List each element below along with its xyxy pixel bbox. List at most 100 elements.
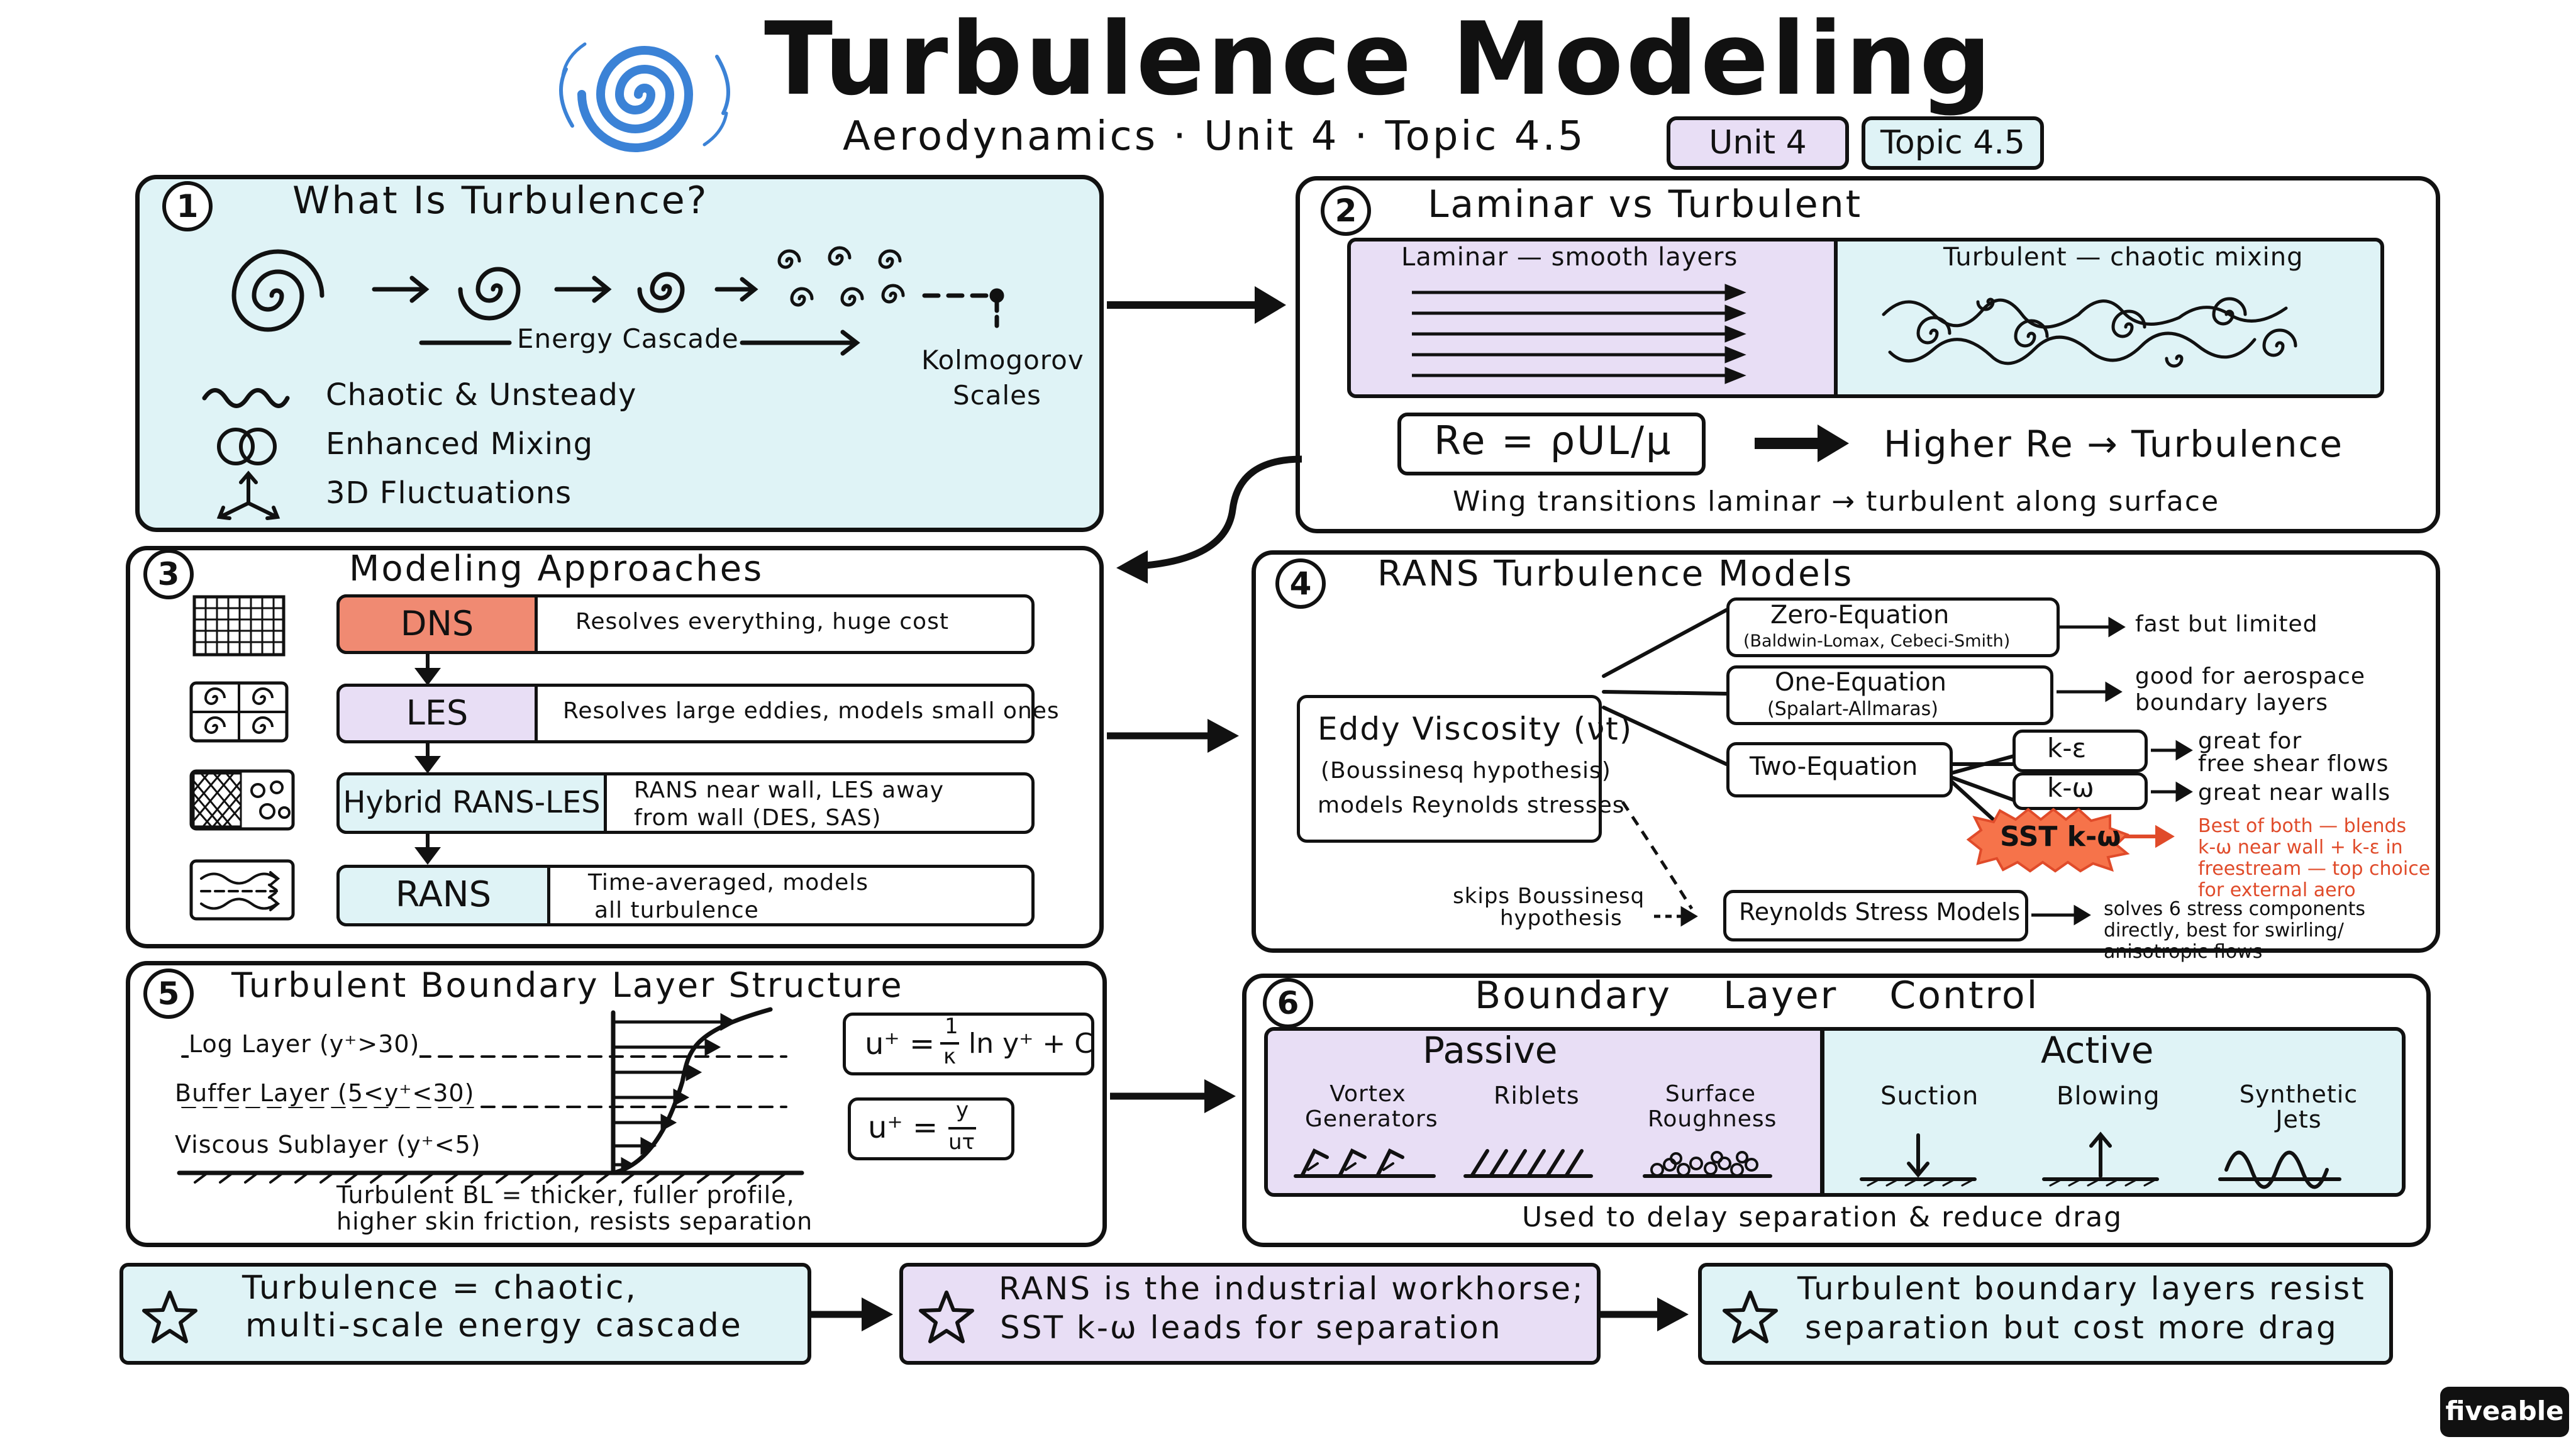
rans-label-box: RANS xyxy=(336,865,550,926)
reynolds-number-box xyxy=(1397,413,1706,475)
sst-note-1: Best of both — blends xyxy=(2198,815,2407,837)
viscous-law-den: uτ xyxy=(948,1130,975,1155)
skips-boussinesq-1: skips Boussinesq xyxy=(1453,884,1645,909)
panel-number-2: 2 xyxy=(1321,186,1371,236)
passive-label: Passive xyxy=(1423,1029,1558,1072)
log-law-box xyxy=(843,1013,1094,1075)
rsm-note-2: directly, best for swirling/ xyxy=(2104,919,2344,941)
two-equation-box xyxy=(1726,742,1953,797)
one-equation-label: One-Equation xyxy=(1775,668,1947,697)
summary-card-1 xyxy=(119,1263,811,1365)
bl-note-2: higher skin friction, resists separation xyxy=(336,1208,813,1235)
reynolds-stress-box xyxy=(1723,890,2028,941)
eddy-viscosity-title: Eddy Viscosity (νt) xyxy=(1318,711,1633,747)
sst-note-3: freestream — top choice xyxy=(2198,858,2431,880)
reynolds-formula: Re = ρUL/μ xyxy=(1434,418,1673,464)
active-label: Active xyxy=(2041,1029,2154,1072)
blowing-label: Blowing xyxy=(2057,1082,2160,1111)
prop-mixing: Enhanced Mixing xyxy=(326,426,594,462)
panel-what-is-turbulence xyxy=(135,175,1104,532)
3d-axes-icon xyxy=(216,470,280,520)
sst-starburst xyxy=(1966,808,2130,873)
k-epsilon-label: k-ε xyxy=(2047,733,2087,763)
zero-equation-note: fast but limited xyxy=(2135,611,2318,637)
two-equation-label: Two-Equation xyxy=(1750,752,1918,781)
prop-3d: 3D Fluctuations xyxy=(326,475,572,511)
panel-number-4: 4 xyxy=(1275,558,1326,609)
page-title: Turbulence Modeling xyxy=(764,0,1994,118)
viscous-law-num: y xyxy=(956,1097,969,1123)
laminar-box xyxy=(1347,238,1838,398)
turbulent-box xyxy=(1834,238,2384,398)
viscous-law-box xyxy=(848,1097,1014,1160)
summary-2-line-1: RANS is the industrial workhorse; xyxy=(999,1270,1585,1307)
k-epsilon-box xyxy=(2012,730,2148,772)
arrow-p2-p3 xyxy=(1116,455,1302,584)
grid-icon xyxy=(192,595,286,657)
laminar-flow-lines-icon xyxy=(1412,284,1746,384)
laminar-label: Laminar — smooth layers xyxy=(1401,243,1738,272)
averaged-flow-icon xyxy=(189,859,295,921)
sst-k-omega-label: SST k-ω xyxy=(2000,821,2121,853)
rsm-note-3: anisotropic flows xyxy=(2104,941,2263,963)
summary-card-2 xyxy=(899,1263,1601,1365)
eddy-viscosity-sub: (Boussinesq hypothesis) xyxy=(1321,758,1611,784)
les-desc: Resolves large eddies, models small ones xyxy=(563,698,1060,724)
log-law-num: 1 xyxy=(945,1014,958,1039)
higher-re-label: Higher Re → Turbulence xyxy=(1884,423,2344,465)
summary-1-line-1: Turbulence = chaotic, xyxy=(242,1269,638,1307)
hybrid-desc-1: RANS near wall, LES away xyxy=(634,777,945,803)
panel-6-title: Boundary Layer Control xyxy=(1475,974,2040,1018)
log-law-lhs: u⁺ = xyxy=(865,1026,935,1062)
hybrid-desc-2: from wall (DES, SAS) xyxy=(634,805,882,831)
star-icon xyxy=(142,1291,197,1343)
mixing-circles-icon xyxy=(217,428,277,465)
rans-desc-2: all turbulence xyxy=(594,897,759,923)
star-icon xyxy=(1723,1291,1778,1343)
panel-2-title: Laminar vs Turbulent xyxy=(1428,182,1863,226)
buffer-layer-label: Buffer Layer (5<y⁺<30) xyxy=(175,1079,475,1107)
skips-boussinesq-2: hypothesis xyxy=(1500,906,1623,931)
panel-number-5: 5 xyxy=(143,969,194,1019)
wave-icon xyxy=(202,388,290,408)
arrow-p1-p2 xyxy=(1107,286,1286,324)
log-law-bar xyxy=(940,1042,959,1045)
zero-equation-box xyxy=(1726,597,2060,657)
panel-number-1: 1 xyxy=(162,181,213,231)
panel-5-title: Turbulent Boundary Layer Structure xyxy=(231,965,904,1005)
bl-profile-diagram xyxy=(177,1007,804,1184)
one-equation-note-2: boundary layers xyxy=(2135,690,2329,716)
sst-note-4: for external aero xyxy=(2198,879,2356,901)
panel-4-title: RANS Turbulence Models xyxy=(1377,553,1854,594)
panel-number-6: 6 xyxy=(1263,978,1313,1028)
star-icon xyxy=(919,1291,974,1343)
les-label-box: LES xyxy=(336,684,538,743)
summary-3-line-2: separation but cost more drag xyxy=(1805,1309,2338,1346)
turbulent-eddies-icon xyxy=(1882,297,2297,368)
kolmogorov-label: Kolmogorov xyxy=(921,345,1084,375)
sst-note-2: k-ω near wall + k-ε in xyxy=(2198,836,2403,858)
hybrid-label-box: Hybrid RANS-LES xyxy=(336,772,607,834)
dns-label-box: DNS xyxy=(336,594,538,654)
rans-desc-1: Time-averaged, models xyxy=(588,870,869,896)
active-box xyxy=(1821,1027,2406,1197)
topic-badge: Topic 4.5 xyxy=(1862,116,2044,170)
control-note: Used to delay separation & reduce drag xyxy=(1522,1201,2123,1233)
kolmogorov-label-2: Scales xyxy=(953,380,1041,411)
log-layer-label: Log Layer (y⁺>30) xyxy=(189,1030,420,1058)
one-equation-note-1: good for aerospace xyxy=(2135,663,2365,689)
energy-cascade-eddies-icon xyxy=(231,246,1004,356)
summary-2-line-2: SST k-ω leads for separation xyxy=(1000,1309,1502,1346)
one-equation-box xyxy=(1726,665,2053,725)
zero-equation-label: Zero-Equation xyxy=(1770,601,1950,630)
log-law-rhs: ln y⁺ + C xyxy=(969,1028,1094,1060)
eddy-viscosity-box xyxy=(1297,695,1602,843)
hybrid-icon xyxy=(189,769,295,831)
row-down-arrows xyxy=(414,654,441,865)
viscous-law-lhs: u⁺ = xyxy=(868,1110,938,1145)
arrow-p3-p4 xyxy=(1107,719,1239,753)
